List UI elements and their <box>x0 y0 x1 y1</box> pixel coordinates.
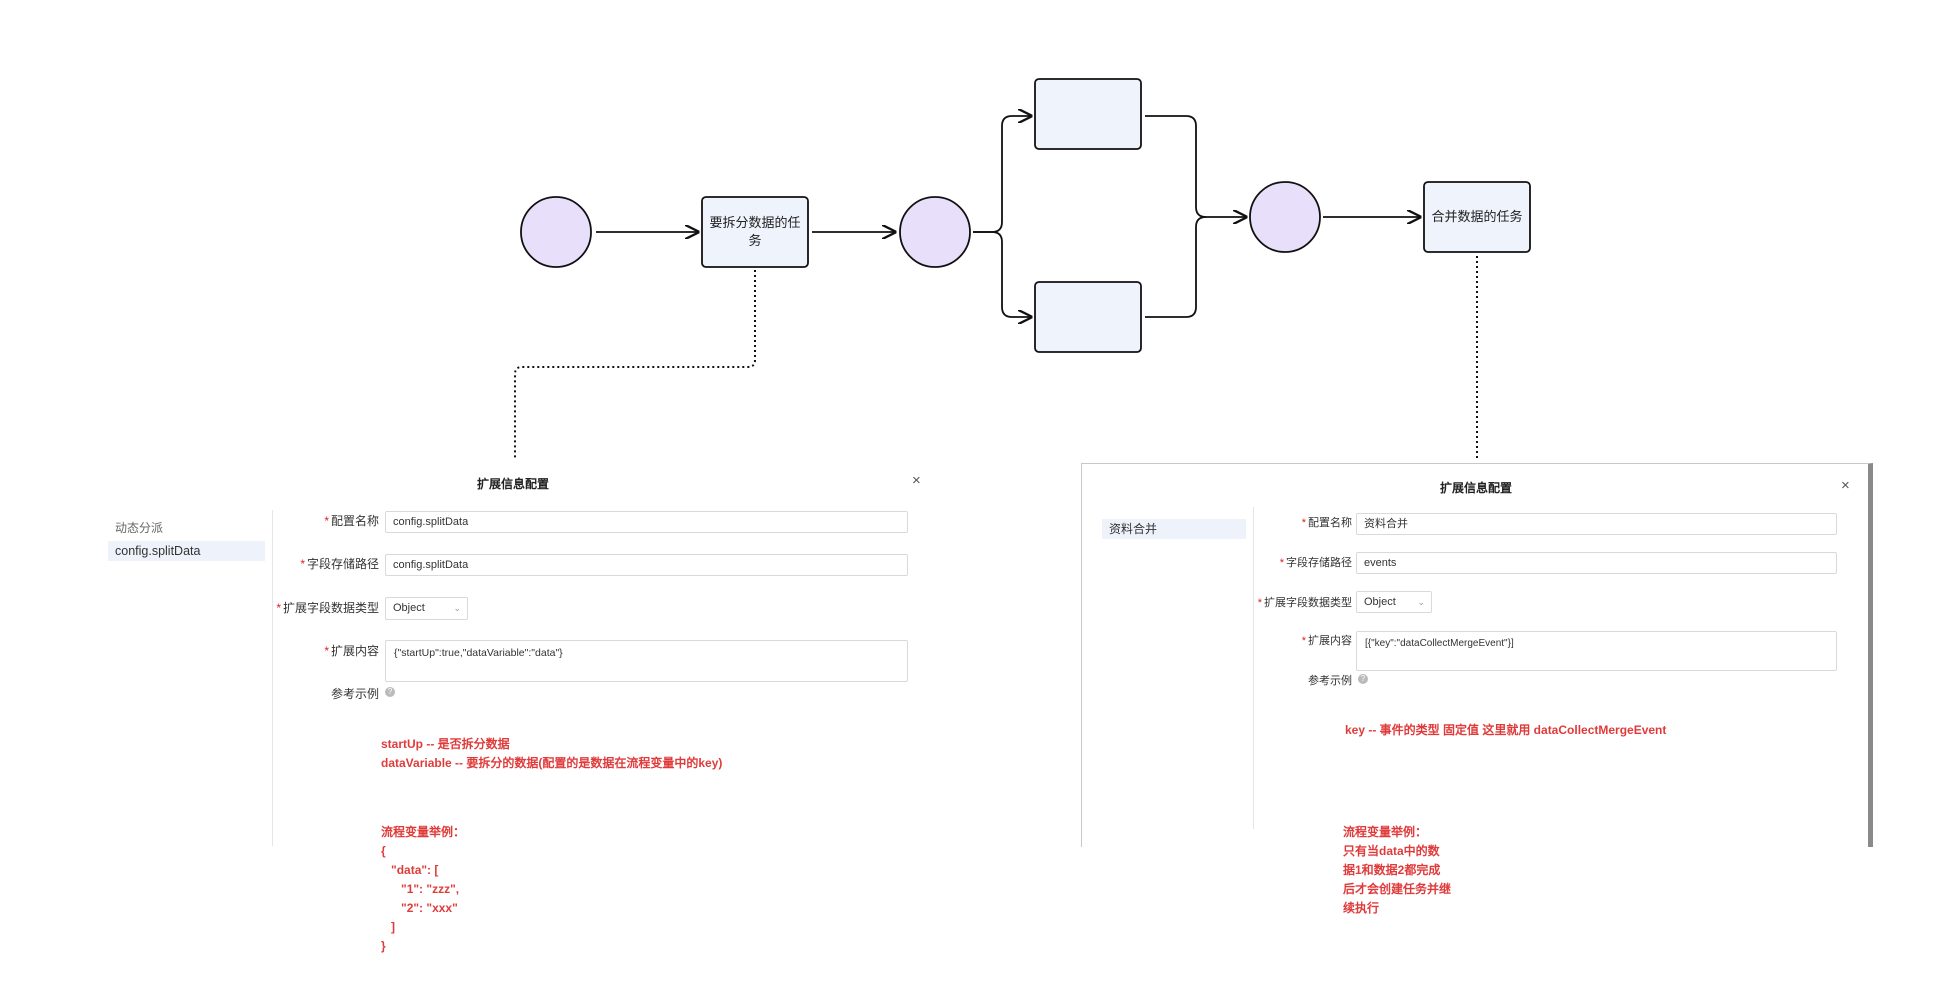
left-content-label: *扩展内容 <box>324 644 379 658</box>
right-name-input[interactable]: 资料合并 <box>1356 513 1837 535</box>
branch-task-top[interactable] <box>1034 78 1142 150</box>
left-note-variable-example: 流程变量举例： { "data": [ "1": "zzz", "2": "xx… <box>381 825 466 953</box>
merge-data-task[interactable] <box>1423 181 1531 253</box>
right-type-select-value: Object <box>1364 596 1396 608</box>
right-example-label: 参考示例 <box>1308 672 1352 688</box>
right-close-icon[interactable]: × <box>1841 477 1850 494</box>
left-example-label-text: 参考示例 <box>330 687 379 701</box>
left-type-select-value: Object <box>393 602 425 614</box>
right-example-label-text: 参考示例 <box>1308 675 1352 687</box>
right-path-input[interactable]: events <box>1356 552 1837 574</box>
right-content-label: *扩展内容 <box>1301 635 1352 647</box>
branch-task-bottom[interactable] <box>1034 281 1142 353</box>
left-name-input[interactable]: config.splitData <box>385 511 908 533</box>
left-name-label: *配置名称 <box>324 514 379 528</box>
right-name-label-text: 配置名称 <box>1308 517 1352 529</box>
split-task-label: 要拆分数据的任 务 <box>702 197 808 267</box>
left-note-params: startUp -- 是否拆分数据 dataVariable -- 要拆分的数据… <box>381 737 723 770</box>
right-content-label-text: 扩展内容 <box>1308 635 1352 647</box>
left-content-label-text: 扩展内容 <box>330 644 379 658</box>
left-help-icon[interactable]: ? <box>385 687 395 697</box>
left-type-select[interactable]: Object ⌄ <box>385 597 468 620</box>
right-path-label-text: 字段存储路径 <box>1286 557 1352 569</box>
right-type-label: *扩展字段数据类型 <box>1257 597 1352 609</box>
left-name-label-text: 配置名称 <box>330 514 379 528</box>
chevron-down-icon: ⌄ <box>1417 597 1425 607</box>
right-content-textarea[interactable]: [{"key":"dataCollectMergeEvent"}] <box>1356 631 1837 671</box>
edge-branch-bottom-to-join <box>1145 216 1207 318</box>
left-path-input[interactable]: config.splitData <box>385 554 908 576</box>
chevron-down-icon: ⌄ <box>453 603 461 613</box>
join-circle[interactable] <box>1249 181 1321 253</box>
right-name-label: *配置名称 <box>1301 517 1352 529</box>
right-help-icon[interactable]: ? <box>1358 674 1368 684</box>
split-data-task[interactable] <box>701 196 809 268</box>
left-content-textarea[interactable]: {"startUp":true,"dataVariable":"data"} <box>385 640 908 682</box>
right-panel-title: 扩展信息配置 <box>1439 481 1513 495</box>
edge-gateway-to-branch-top <box>973 116 1031 233</box>
start-event-circle[interactable] <box>520 196 592 268</box>
dotted-link-split-config <box>514 270 756 460</box>
left-sidebar-item-config-splitdata[interactable]: config.splitData <box>108 541 265 561</box>
edge-branch-top-to-join <box>1145 115 1246 217</box>
left-example-label: 参考示例 <box>331 685 379 702</box>
gateway-circle[interactable] <box>899 196 971 268</box>
right-type-select[interactable]: Object ⌄ <box>1356 591 1432 613</box>
right-note-variable-example: 流程变量举例： 只有当data中的数 据1和数据2都完成 后才会创建任务并继 续… <box>1343 825 1452 915</box>
left-path-label: *字段存储路径 <box>300 557 379 571</box>
right-note-key: key -- 事件的类型 固定值 这里就用 dataCollectMergeEv… <box>1345 723 1667 737</box>
left-panel-title: 扩展信息配置 <box>476 477 550 491</box>
split-task-label-line2: 务 <box>748 233 762 248</box>
right-path-label: *字段存储路径 <box>1279 557 1352 569</box>
left-panel-divider <box>272 510 273 846</box>
left-path-label-text: 字段存储路径 <box>306 557 379 571</box>
right-panel-divider <box>1253 507 1254 829</box>
edge-gateway-to-branch-bottom <box>973 231 1031 317</box>
split-task-label-line1: 要拆分数据的任 <box>709 215 801 230</box>
left-sidebar-item-dynamic-dispatch[interactable]: 动态分派 <box>115 521 164 535</box>
left-type-label: *扩展字段数据类型 <box>276 601 379 615</box>
right-type-label-text: 扩展字段数据类型 <box>1264 597 1352 609</box>
left-close-icon[interactable]: × <box>912 472 921 489</box>
right-sidebar-item-data-merge[interactable]: 资料合并 <box>1102 519 1246 539</box>
merge-task-label: 合并数据的任务 <box>1431 209 1523 224</box>
left-type-label-text: 扩展字段数据类型 <box>282 601 379 615</box>
